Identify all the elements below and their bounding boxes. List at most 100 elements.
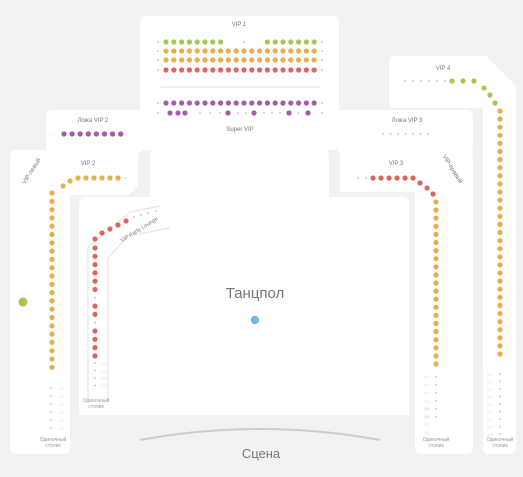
seat-vip4[interactable] xyxy=(497,294,503,300)
seat-vip1[interactable] xyxy=(303,48,309,54)
seat-loge-vip2[interactable] xyxy=(110,131,116,137)
seat-vip-right[interactable] xyxy=(433,353,439,359)
seat-super-vip[interactable] xyxy=(288,100,294,106)
seat-vip-left[interactable] xyxy=(49,265,55,271)
seat-vip-right[interactable] xyxy=(433,248,439,254)
seat-vip1[interactable] xyxy=(272,48,278,54)
seat-vip-right[interactable] xyxy=(433,320,439,327)
seat-vip1[interactable] xyxy=(280,39,286,45)
seat-vip4[interactable] xyxy=(497,221,503,227)
seat-vip-right[interactable] xyxy=(433,288,439,294)
seat-vip3[interactable] xyxy=(378,175,384,181)
seat-vip1[interactable] xyxy=(272,57,278,63)
seat-super-vip[interactable] xyxy=(272,100,278,106)
seat-vip-right[interactable] xyxy=(433,239,439,246)
seat-vip-right[interactable] xyxy=(433,231,439,237)
seat-vip-left[interactable] xyxy=(49,323,55,329)
seat-super-vip[interactable] xyxy=(225,100,231,106)
seat-vip1[interactable] xyxy=(303,67,309,73)
seat-vip1[interactable] xyxy=(249,48,255,54)
seat-vip-right[interactable] xyxy=(433,296,439,302)
seat-vip-party[interactable] xyxy=(92,336,98,342)
seat-vip1[interactable] xyxy=(311,48,317,54)
seat-vip-right[interactable] xyxy=(433,272,439,278)
seat-vip-party[interactable] xyxy=(92,328,98,334)
seat-vip1[interactable] xyxy=(163,48,169,54)
seat-vip-left[interactable] xyxy=(49,190,55,196)
seat-super-vip[interactable] xyxy=(171,100,177,106)
seat-vip-left[interactable] xyxy=(49,364,55,370)
seat-vip1[interactable] xyxy=(233,67,239,73)
seat-vip-right[interactable] xyxy=(433,256,439,262)
seat-vip3[interactable] xyxy=(424,185,430,191)
seat-super-vip[interactable] xyxy=(249,100,255,106)
seat-vip4[interactable] xyxy=(497,262,503,268)
seat-vip4[interactable] xyxy=(497,132,503,138)
seat-vip-left[interactable] xyxy=(49,248,55,254)
seat-vip4[interactable] xyxy=(497,278,503,284)
seat-vip1[interactable] xyxy=(288,39,294,45)
seat-vip1[interactable] xyxy=(288,48,294,54)
seat-vip2[interactable] xyxy=(60,183,66,189)
seat-vip2[interactable] xyxy=(115,175,121,181)
seat-vip-left[interactable] xyxy=(49,207,55,213)
seat-vip1[interactable] xyxy=(257,67,263,73)
seat-vip4[interactable] xyxy=(492,100,498,106)
seat-vip1[interactable] xyxy=(163,67,169,73)
seat-vip1[interactable] xyxy=(264,48,270,54)
seat-vip1[interactable] xyxy=(163,39,169,45)
seat-vip4[interactable] xyxy=(497,238,503,244)
seat-vip1[interactable] xyxy=(210,57,216,63)
seat-vip-right[interactable] xyxy=(433,215,439,221)
seat-vip1[interactable] xyxy=(171,39,177,45)
seat-vip-party[interactable] xyxy=(115,222,121,228)
seat-vip1[interactable] xyxy=(210,39,216,45)
seat-vip-left[interactable] xyxy=(49,281,55,287)
seat-vip1[interactable] xyxy=(194,67,200,73)
seat-vip1[interactable] xyxy=(186,67,192,73)
seat-loge-vip2[interactable] xyxy=(101,131,108,137)
seat-vip4[interactable] xyxy=(497,319,503,325)
seat-vip1[interactable] xyxy=(280,67,286,73)
seat-vip4[interactable] xyxy=(497,157,503,163)
seat-vip1[interactable] xyxy=(225,57,231,63)
seat-vip-left[interactable] xyxy=(49,331,55,337)
seat-vip1[interactable] xyxy=(241,48,247,54)
seat-vip-party[interactable] xyxy=(92,245,98,251)
seat-vip1[interactable] xyxy=(311,57,317,63)
seat-vip4[interactable] xyxy=(497,302,503,308)
seat-vip-right[interactable] xyxy=(433,329,439,335)
seat-dance-floor[interactable] xyxy=(250,315,260,325)
seat-vip1[interactable] xyxy=(249,67,255,73)
seat-vip-right[interactable] xyxy=(433,361,439,367)
seat-vip4[interactable] xyxy=(497,286,503,292)
seat-vip-right[interactable] xyxy=(433,304,439,310)
seat-vip1[interactable] xyxy=(280,48,286,54)
seat-vip1[interactable] xyxy=(218,48,224,54)
seat-vip3[interactable] xyxy=(386,175,392,181)
seat-vip-right[interactable] xyxy=(433,264,439,270)
seat-vip1[interactable] xyxy=(186,39,192,45)
seat-vip4[interactable] xyxy=(497,189,503,195)
seat-vip1[interactable] xyxy=(257,48,263,54)
seat-vip3[interactable] xyxy=(410,175,416,181)
seat-vip4[interactable] xyxy=(487,92,493,98)
seat-vip-party[interactable] xyxy=(92,286,98,293)
seat-super-vip[interactable] xyxy=(225,110,231,116)
seat-vip1[interactable] xyxy=(311,67,317,73)
seat-vip4[interactable] xyxy=(471,78,477,84)
seat-vip1[interactable] xyxy=(194,39,200,45)
seat-vip1[interactable] xyxy=(179,39,185,45)
seat-vip4[interactable] xyxy=(497,229,503,236)
seat-vip3[interactable] xyxy=(402,175,408,181)
seat-vip-party[interactable] xyxy=(123,218,129,224)
seat-vip1[interactable] xyxy=(225,48,231,54)
seat-vip4[interactable] xyxy=(497,173,503,179)
seat-vip1[interactable] xyxy=(171,67,177,73)
seat-vip1[interactable] xyxy=(288,67,294,73)
seat-vip-left[interactable] xyxy=(49,356,55,362)
seat-vip1[interactable] xyxy=(288,57,294,63)
seat-vip-left[interactable] xyxy=(49,231,55,238)
seat-vip-party[interactable] xyxy=(92,311,98,317)
seat-vip2[interactable] xyxy=(99,175,105,181)
